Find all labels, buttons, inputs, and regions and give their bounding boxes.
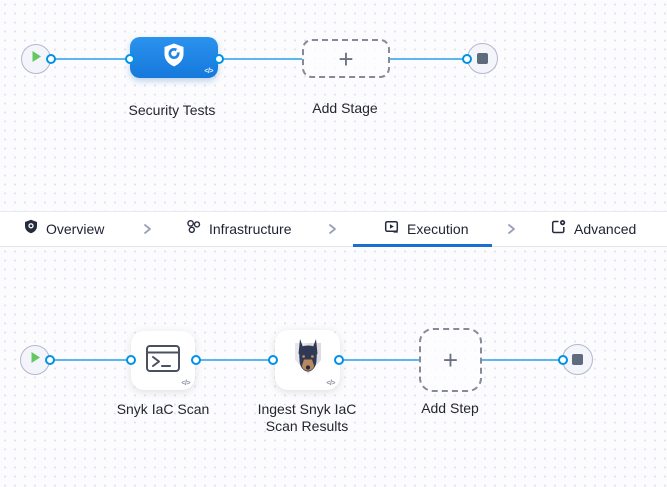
connector-port [46, 54, 56, 64]
stop-icon [572, 354, 583, 365]
chevron-right-icon [326, 212, 338, 246]
tab-label: Execution [407, 221, 469, 237]
add-stage-label: Add Stage [312, 100, 378, 116]
settings-icon [551, 219, 566, 239]
shield-icon [24, 219, 38, 239]
edge-connector [50, 359, 131, 361]
shield-scan-icon [161, 42, 187, 73]
add-stage-button[interactable]: + [302, 39, 390, 78]
edge-connector [51, 58, 130, 60]
plus-icon: + [442, 345, 459, 375]
chevron-right-icon [505, 212, 517, 246]
edge-connector [339, 359, 419, 361]
connector-port [126, 355, 136, 365]
stage-node-security-tests[interactable]: </> [130, 37, 218, 78]
chevron-right-icon [141, 212, 153, 246]
connector-port [558, 355, 568, 365]
play-icon [30, 351, 41, 369]
code-badge: </> [181, 380, 190, 387]
play-icon [31, 50, 42, 68]
active-tab-underline [353, 244, 492, 247]
add-step-label: Add Step [421, 400, 479, 416]
connector-port [334, 355, 344, 365]
step-label: Ingest Snyk IaC Scan Results [257, 401, 357, 434]
execution-graph-canvas[interactable]: </> Snyk IaC Scan </> Ingest Snyk IaC Sc… [0, 247, 667, 487]
stage-graph-canvas[interactable]: </> Security Tests + Add Stage [0, 0, 667, 211]
connector-port [45, 355, 55, 365]
pipeline-end-node [467, 43, 498, 74]
tab-label: Advanced [574, 221, 637, 237]
step-node-snyk-iac-scan[interactable]: </> [131, 331, 195, 390]
edge-connector [196, 359, 273, 361]
stop-icon [477, 53, 488, 64]
tab-overview[interactable]: Overview [24, 212, 104, 246]
connector-port [214, 54, 224, 64]
nodes-icon [186, 219, 201, 239]
tab-label: Overview [46, 221, 105, 237]
tab-advanced[interactable]: Advanced [551, 212, 636, 246]
snyk-dog-icon [291, 338, 325, 383]
tab-label: Infrastructure [209, 221, 292, 237]
code-badge: </> [204, 68, 213, 75]
edge-connector [390, 58, 467, 60]
stage-label: Security Tests [128, 102, 216, 118]
code-badge: </> [326, 380, 335, 387]
edge-connector [482, 359, 563, 361]
connector-port [191, 355, 201, 365]
step-label: Snyk IaC Scan [116, 401, 210, 417]
tab-infrastructure[interactable]: Infrastructure [186, 212, 291, 246]
connector-port [125, 54, 135, 64]
stage-config-tab-bar: Overview Infrastructure Execution [0, 211, 667, 247]
edge-connector [219, 58, 302, 60]
connector-port [268, 355, 278, 365]
add-step-button[interactable]: + [419, 328, 482, 392]
step-node-ingest-snyk-iac-scan-results[interactable]: </> [275, 330, 340, 390]
plus-icon: + [338, 43, 354, 74]
connector-port [462, 54, 472, 64]
terminal-icon [145, 343, 181, 379]
run-icon [384, 219, 399, 239]
tab-execution[interactable]: Execution [384, 212, 468, 246]
execution-start-node [20, 345, 50, 375]
